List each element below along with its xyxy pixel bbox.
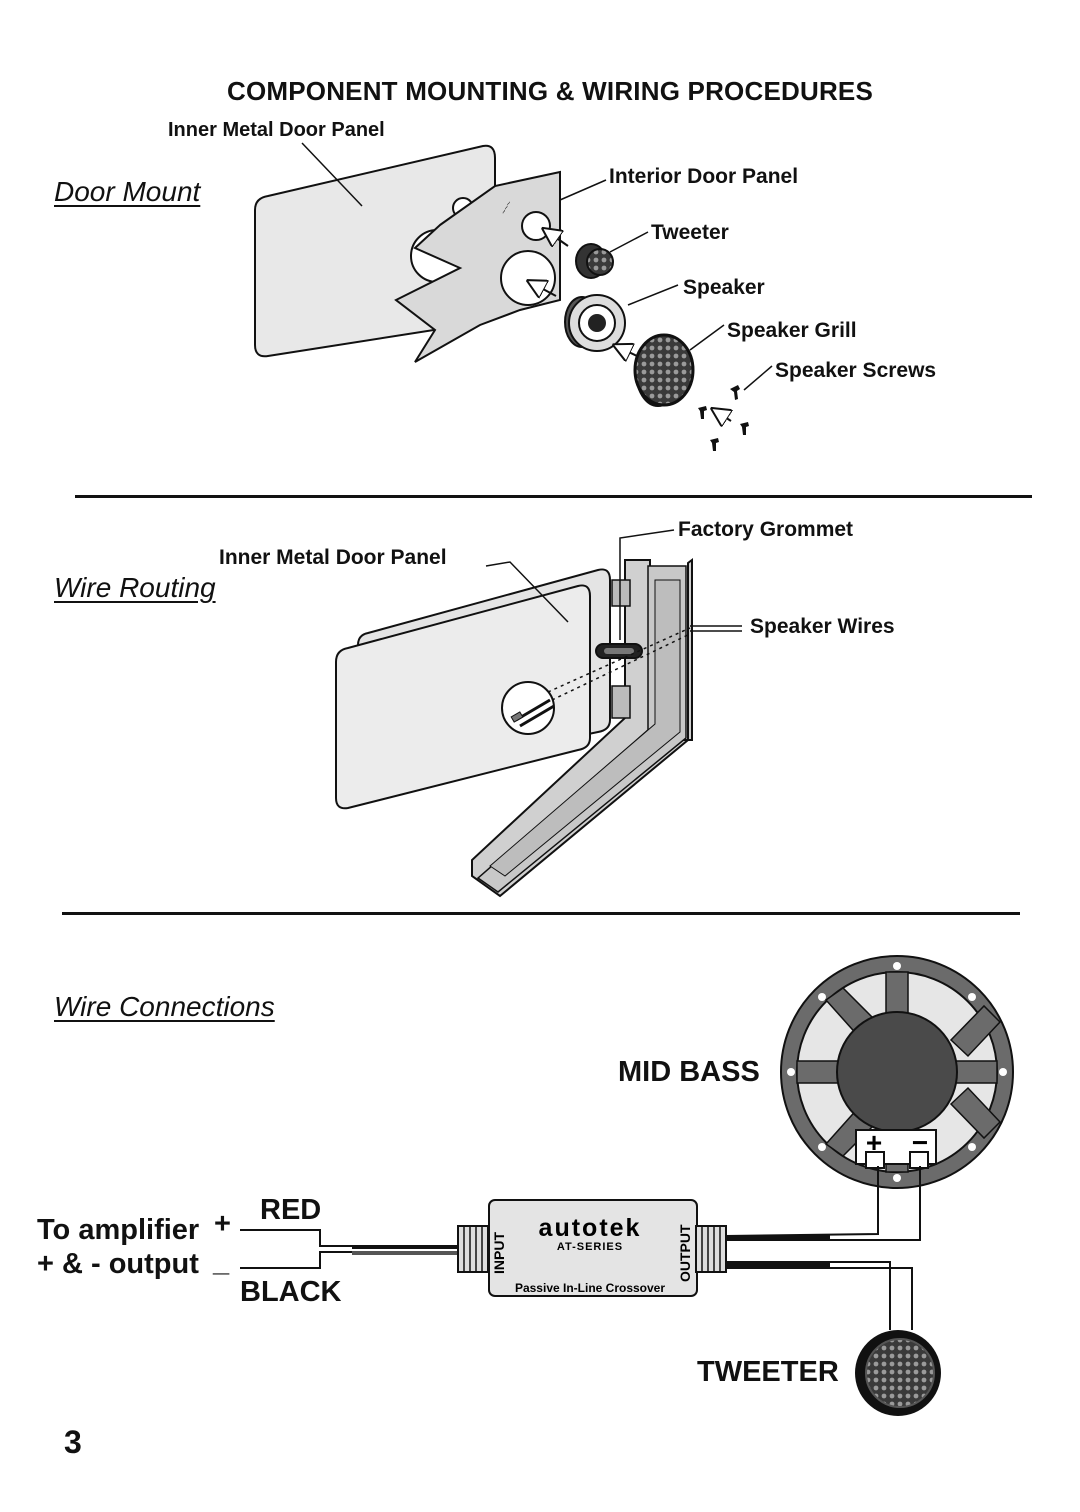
arrow-grill xyxy=(616,346,638,356)
inner-metal-door-panel-2 xyxy=(335,584,591,810)
amp-wires xyxy=(240,1229,460,1269)
to-amplifier-label: To amplifier xyxy=(37,1214,200,1246)
crossover-input-label: INPUT xyxy=(491,1232,507,1274)
wire-routing-leaders xyxy=(485,529,742,640)
crossover-series: AT-SERIES xyxy=(557,1241,623,1253)
plus-sign: + xyxy=(214,1208,231,1240)
interior-door-panel xyxy=(394,170,561,363)
wire-routing-heading: Wire Routing xyxy=(54,572,216,603)
red-wire-label: RED xyxy=(260,1194,322,1226)
wire-connections-heading: Wire Connections xyxy=(54,991,275,1022)
label-factory-grommet: Factory Grommet xyxy=(678,518,854,541)
wire-connections-diagram: + − autotek AT-SERIES xyxy=(240,955,1014,1416)
terminal-plus: + xyxy=(866,1127,882,1158)
door-mount-diagram: ~~~ xyxy=(254,142,773,451)
label-speaker-screws: Speaker Screws xyxy=(775,359,937,382)
output-wires xyxy=(725,1166,921,1330)
label-inner-metal-door-panel-2: Inner Metal Door Panel xyxy=(219,546,447,569)
crossover-caption: Passive In-Line Crossover xyxy=(515,1281,665,1295)
mid-bass-speaker: + − xyxy=(780,955,1014,1189)
section-divider xyxy=(62,912,1020,915)
crossover-output-label: OUTPUT xyxy=(677,1224,693,1282)
label-speaker-wires: Speaker Wires xyxy=(750,615,895,638)
tweeter-part xyxy=(575,243,614,279)
wire-routing-diagram xyxy=(335,529,742,898)
crossover-box: autotek AT-SERIES INPUT OUTPUT Passive I… xyxy=(457,1199,727,1297)
arrow-tweeter xyxy=(545,230,569,246)
tweeter-speaker xyxy=(855,1330,941,1416)
interior-panel-tweeter-hole xyxy=(521,211,551,241)
panel-hole xyxy=(501,681,555,735)
minus-sign: _ xyxy=(213,1246,230,1278)
label-speaker-grill: Speaker Grill xyxy=(727,319,857,342)
amplifier-output-label: + & - output xyxy=(37,1248,199,1280)
page-number: 3 xyxy=(64,1424,82,1460)
label-interior-door-panel: Interior Door Panel xyxy=(609,165,799,188)
crossover-brand: autotek xyxy=(539,1214,642,1242)
door-mount-leaders xyxy=(301,142,773,391)
speaker-grill-part xyxy=(633,333,695,407)
speaker-part xyxy=(564,294,626,352)
speaker-screws-part xyxy=(698,385,749,451)
label-speaker: Speaker xyxy=(683,276,765,299)
label-tweeter: Tweeter xyxy=(651,221,729,244)
mid-bass-label: MID BASS xyxy=(618,1056,760,1088)
door-mount-heading: Door Mount xyxy=(54,176,201,207)
interior-panel-speaker-hole xyxy=(500,250,556,306)
arrow-speaker xyxy=(530,282,557,296)
label-inner-metal-door-panel: Inner Metal Door Panel xyxy=(168,119,385,141)
black-wire-label: BLACK xyxy=(240,1276,342,1308)
tweeter-label: TWEETER xyxy=(697,1356,839,1388)
terminal-minus: − xyxy=(912,1127,928,1158)
page-title: COMPONENT MOUNTING & WIRING PROCEDURES xyxy=(226,76,874,106)
section-divider xyxy=(75,495,1032,498)
